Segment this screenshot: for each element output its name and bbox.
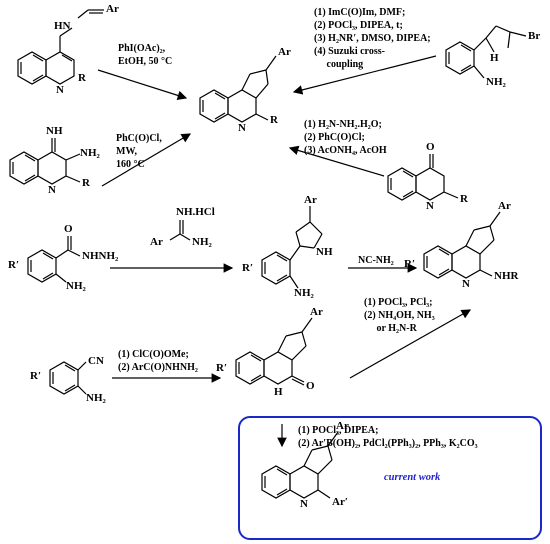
cond-r4-line-2: (2) PhC(O)Cl; xyxy=(304,132,365,143)
atom-nh2-3: NH₂ xyxy=(66,280,86,292)
triazoloquinazolinone-structure xyxy=(235,317,313,386)
amidine-reagent-label: NH.HCl xyxy=(176,206,215,218)
cond-r7-line-3: or H₂N-R xyxy=(364,323,417,334)
triazoloquinazoline-product-structure xyxy=(199,55,277,123)
benzoxazinone-structure xyxy=(387,154,459,201)
atom-ar-5: Ar xyxy=(498,200,511,212)
cond-r3-line-5: coupling xyxy=(314,59,364,70)
conditions-r9: (1) POCl₃, DIPEA; (2) Ar′B(OH)₂, PdCl₂(P… xyxy=(298,424,478,450)
atom-nh2-5: NH₂ xyxy=(294,287,314,299)
cond-r8-line-1: (1) ClC(O)OMe; xyxy=(118,349,189,360)
atom-nh2-4: NH₂ xyxy=(192,236,212,248)
atom-nh-triazole: NH xyxy=(316,246,333,258)
atom-hn-hydrazone: HN xyxy=(54,20,71,32)
atom-n-1: N xyxy=(56,84,64,96)
arrow-r3 xyxy=(292,55,437,95)
cond-r4-line-1: (1) H₂N-NH₂.H₂O; xyxy=(304,119,382,130)
cond-r3-line-4: (4) Suzuki cross- xyxy=(314,46,385,57)
atom-ar-3: Ar xyxy=(150,236,163,248)
atom-ar-4: Ar xyxy=(304,194,317,206)
atom-rprime-4: R′ xyxy=(30,370,42,382)
atom-ar-7: Ar xyxy=(336,420,349,432)
atom-n-2: N xyxy=(48,184,56,196)
atom-o-3: O xyxy=(306,380,315,392)
atom-h-1: H xyxy=(490,52,499,64)
cond-r6-line-1: NC-NH₂ xyxy=(358,255,394,266)
cond-r3-line-2: (2) POCl₃, DIPEA, t; xyxy=(314,20,403,31)
atom-nhnh2: NHNH₂ xyxy=(82,250,119,262)
cond-r9-line-1: (1) POCl₃, DIPEA; xyxy=(298,425,379,436)
atom-cn: CN xyxy=(88,355,104,367)
conditions-r6: NC-NH₂ xyxy=(358,254,394,267)
atom-r-4: R xyxy=(460,193,468,205)
cond-r4-line-3: (3) AcONH₄, AcOH xyxy=(304,145,387,156)
atom-o-2: O xyxy=(64,223,73,235)
cond-r7-line-2: (2) NH₄OH, NH₃ xyxy=(364,310,435,321)
cond-r7-line-1: (1) POCl₃, PCl₃; xyxy=(364,297,433,308)
conditions-r2: PhC(O)Cl, MW, 160 °C xyxy=(116,132,162,171)
atom-n-4: N xyxy=(426,200,434,212)
atom-r-3: R xyxy=(270,114,278,126)
atom-ar-2: Ar xyxy=(278,46,291,58)
atom-rprime-3: R′ xyxy=(404,258,416,270)
atom-nh2-6: NH₂ xyxy=(86,392,106,404)
arrow-r4 xyxy=(288,145,385,177)
aminobenzohydrazide-structure xyxy=(27,236,81,283)
cond-r3-line-1: (1) ImC(O)Im, DMF; xyxy=(314,7,406,18)
iminoquinazoline-structure xyxy=(9,138,81,185)
cond-r1-line-1: PhI(OAc)₂, xyxy=(118,43,166,54)
atom-h-2: H xyxy=(274,386,283,398)
cond-r8-line-2: (2) ArC(O)NHNH₂ xyxy=(118,362,198,373)
atom-rprime-5: R′ xyxy=(216,362,228,374)
conditions-r8: (1) ClC(O)OMe; (2) ArC(O)NHNH₂ xyxy=(118,348,198,374)
conditions-r7: (1) POCl₃, PCl₃; (2) NH₄OH, NH₃ or H₂N-R xyxy=(364,296,435,335)
atom-n-6: N xyxy=(300,498,308,510)
atom-rprime-1: R′ xyxy=(8,259,20,271)
conditions-r3: (1) ImC(O)Im, DMF; (2) POCl₃, DIPEA, t; … xyxy=(314,6,431,71)
cond-r9-line-2: (2) Ar′B(OH)₂, PdCl₂(PPh₃)₂, PPh₃, K₂CO₃ xyxy=(298,438,478,449)
aminotriazoloquinazoline-structure xyxy=(423,211,501,279)
atom-o-1: O xyxy=(426,141,435,153)
atom-r-2: R xyxy=(82,177,90,189)
cond-r3-line-3: (3) H₂NR′, DMSO, DIPEA; xyxy=(314,33,431,44)
atom-n-5: N xyxy=(462,278,470,290)
amidine-reagent-structure xyxy=(169,220,191,241)
cond-r1-line-2: EtOH, 50 °C xyxy=(118,56,173,67)
arrow-r1 xyxy=(97,69,188,101)
atom-ar-1: Ar xyxy=(106,3,119,15)
current-work-product-structure xyxy=(261,431,339,499)
conditions-r1: PhI(OAc)₂, EtOH, 50 °C xyxy=(118,42,172,68)
aminophenyl-bromotriazole-structure xyxy=(445,25,527,79)
atom-r-1: R xyxy=(78,72,86,84)
arrow-r2 xyxy=(101,133,192,187)
cond-r2-line-1: PhC(O)Cl, xyxy=(116,133,162,144)
atom-nhr: NHR xyxy=(494,270,519,282)
quinazoline-hydrazone-structure xyxy=(17,9,104,85)
atom-arprime: Ar′ xyxy=(332,496,348,508)
atom-nh-imine: NH xyxy=(46,125,63,137)
aminophenyl-aryltriazole-structure xyxy=(261,206,323,289)
current-work-box xyxy=(238,416,542,540)
atom-ar-6: Ar xyxy=(310,306,323,318)
conditions-r4: (1) H₂N-NH₂.H₂O; (2) PhC(O)Cl; (3) AcONH… xyxy=(304,118,387,157)
current-work-label: current work xyxy=(384,472,441,483)
atom-nh2-1: NH₂ xyxy=(80,147,100,159)
atom-br: Br xyxy=(528,30,541,42)
aminobenzonitrile-structure xyxy=(49,361,87,395)
atom-rprime-2: R′ xyxy=(242,262,254,274)
atom-nh2-2: NH₂ xyxy=(486,76,506,88)
cond-r2-line-2: MW, xyxy=(116,146,138,157)
atom-n-3: N xyxy=(238,122,246,134)
arrow-r7 xyxy=(349,309,472,379)
cond-r2-line-3: 160 °C xyxy=(116,159,145,170)
